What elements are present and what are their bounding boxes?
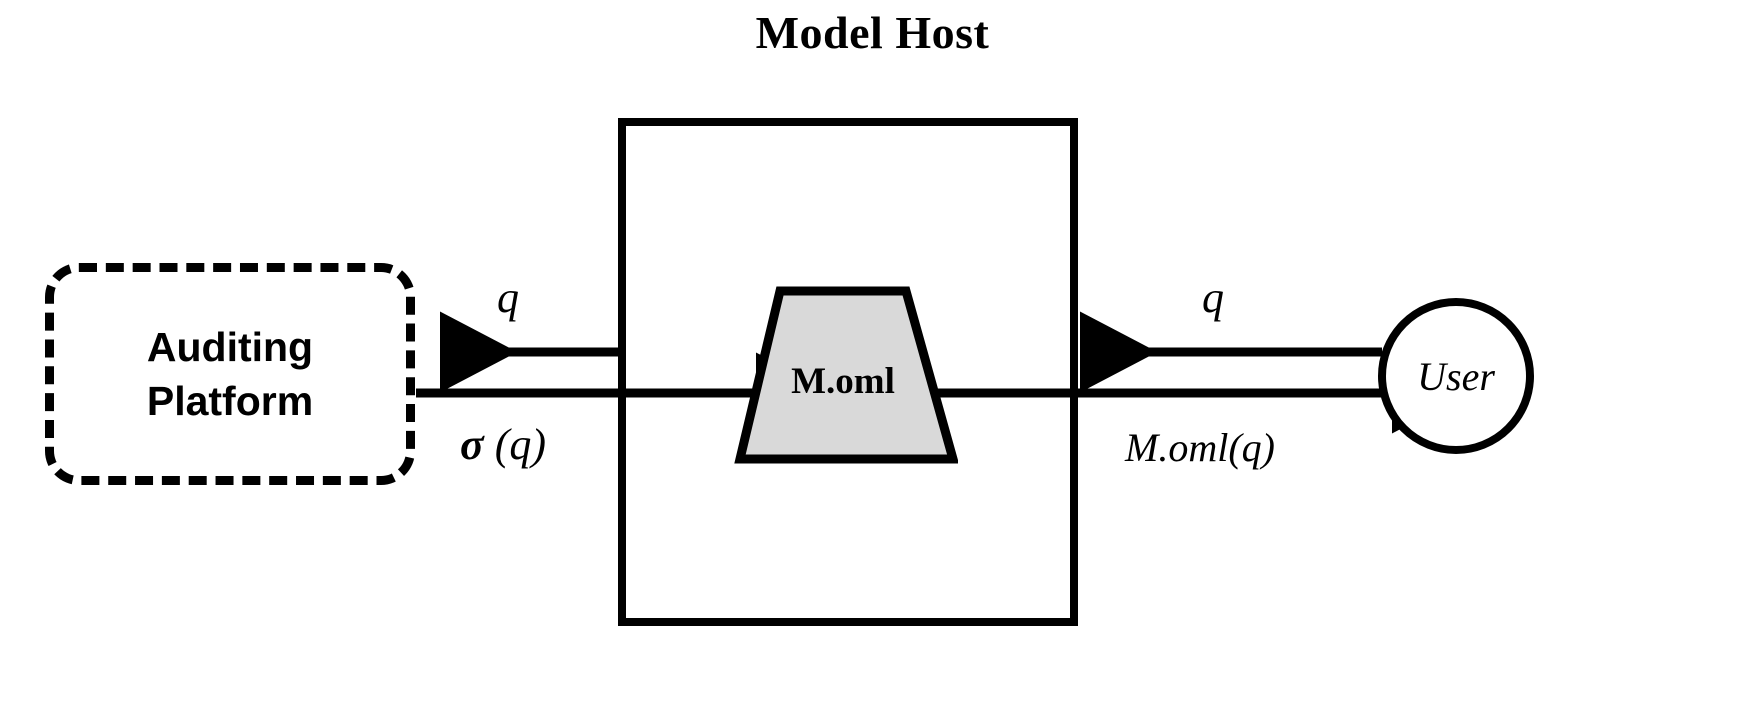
user-node: User <box>1378 298 1534 454</box>
model-host-boundary <box>618 118 1078 626</box>
auditing-platform-box: Auditing Platform <box>45 263 415 485</box>
sigma-symbol: σ <box>460 420 484 469</box>
edge-label-host-to-user-response: M.oml(q) <box>1125 425 1275 470</box>
user-label: User <box>1417 353 1495 399</box>
sigma-argument: (q) <box>483 420 547 469</box>
edge-label-audit-to-host-signature: σ (q) <box>460 419 546 470</box>
edge-label-user-to-host-query: q <box>1202 273 1224 322</box>
auditing-platform-label-line2: Platform <box>146 378 314 424</box>
model-trapezoid <box>728 286 958 464</box>
edge-label-host-to-audit-query: q <box>497 273 519 322</box>
auditing-platform-label-line1: Auditing <box>146 323 314 370</box>
diagram-title: Model Host <box>755 7 990 58</box>
auditing-platform-label: Auditing Platform <box>147 320 313 428</box>
model-label: M.oml <box>791 361 895 402</box>
